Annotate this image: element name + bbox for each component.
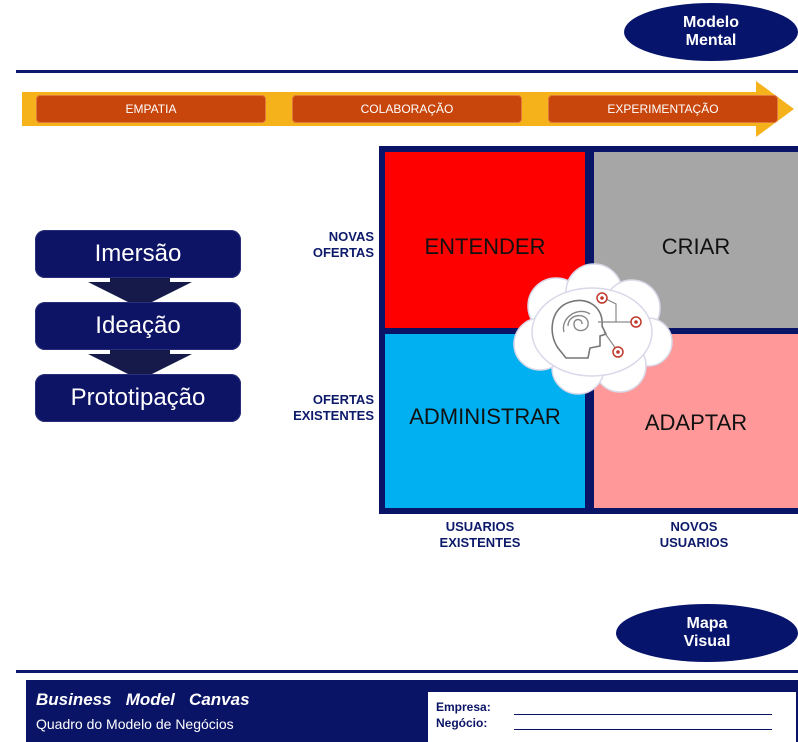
phase-colaboracao-label: COLABORAÇÃO [360, 102, 454, 116]
brain-cloud-icon [513, 263, 673, 395]
col-label-novos-usuarios: NOVOS USUARIOS [614, 519, 774, 551]
row-label-ofertas-existentes: OFERTAS EXISTENTES [262, 392, 374, 424]
bottom-divider [16, 670, 798, 673]
footer-title-model: Model [125, 690, 175, 709]
empresa-label: Empresa: [436, 700, 491, 714]
modelo-mental-line2: Mental [685, 32, 737, 49]
top-divider [16, 70, 798, 73]
phase-experimentacao-label: EXPERIMENTAÇÃO [607, 102, 719, 116]
quadrant-entender-label: ENTENDER [424, 234, 546, 259]
quadrant-adaptar-label: ADAPTAR [644, 410, 748, 435]
down-arrow-icon-2 [88, 342, 192, 380]
quadrant-entender: ENTENDER [385, 152, 585, 328]
step-ideacao: Ideação [35, 302, 241, 350]
empresa-field[interactable] [514, 714, 772, 715]
phase-experimentacao: EXPERIMENTAÇÃO [548, 95, 778, 123]
quadrant-administrar-label: ADMINISTRAR [409, 404, 561, 429]
row-label-top-line2: OFERTAS [312, 245, 374, 260]
row-label-bottom-line2: EXISTENTES [293, 408, 374, 423]
col-label-left-line2: EXISTENTES [439, 535, 521, 550]
footer-title: Business Model Canvas [36, 690, 250, 710]
mapa-visual-badge: Mapa Visual [616, 604, 798, 662]
row-label-top-line1: NOVAS [328, 229, 374, 244]
step-imersao-label: Imersão [94, 240, 182, 267]
company-info-box: Empresa: Negócio: [428, 692, 796, 742]
down-arrow-icon-1 [88, 270, 192, 308]
step-ideacao-label: Ideação [95, 312, 181, 339]
negocio-label: Negócio: [436, 716, 488, 730]
footer-title-canvas: Canvas [189, 690, 250, 709]
footer-subtitle: Quadro do Modelo de Negócios [36, 716, 234, 732]
footer-title-business: Business [36, 690, 112, 709]
step-imersao: Imersão [35, 230, 241, 278]
step-prototipacao-label: Prototipação [70, 384, 206, 411]
footer-bar: Business Model Canvas Quadro do Modelo d… [26, 680, 798, 742]
col-label-usuarios-existentes: USUARIOS EXISTENTES [400, 519, 560, 551]
modelo-mental-line1: Modelo [683, 14, 739, 31]
phase-empatia: EMPATIA [36, 95, 266, 123]
mapa-visual-line1: Mapa [686, 615, 728, 632]
quadrant-criar-label: CRIAR [661, 234, 731, 259]
negocio-field[interactable] [514, 729, 772, 730]
row-label-novas-ofertas: NOVAS OFERTAS [262, 229, 374, 261]
phase-empatia-label: EMPATIA [125, 102, 177, 116]
col-label-left-line1: USUARIOS [445, 519, 515, 534]
row-label-bottom-line1: OFERTAS [312, 392, 374, 407]
mapa-visual-line2: Visual [683, 633, 731, 650]
col-label-right-line1: NOVOS [670, 519, 718, 534]
step-prototipacao: Prototipação [35, 374, 241, 422]
col-label-right-line2: USUARIOS [659, 535, 729, 550]
modelo-mental-badge: Modelo Mental [624, 3, 798, 61]
phase-colaboracao: COLABORAÇÃO [292, 95, 522, 123]
